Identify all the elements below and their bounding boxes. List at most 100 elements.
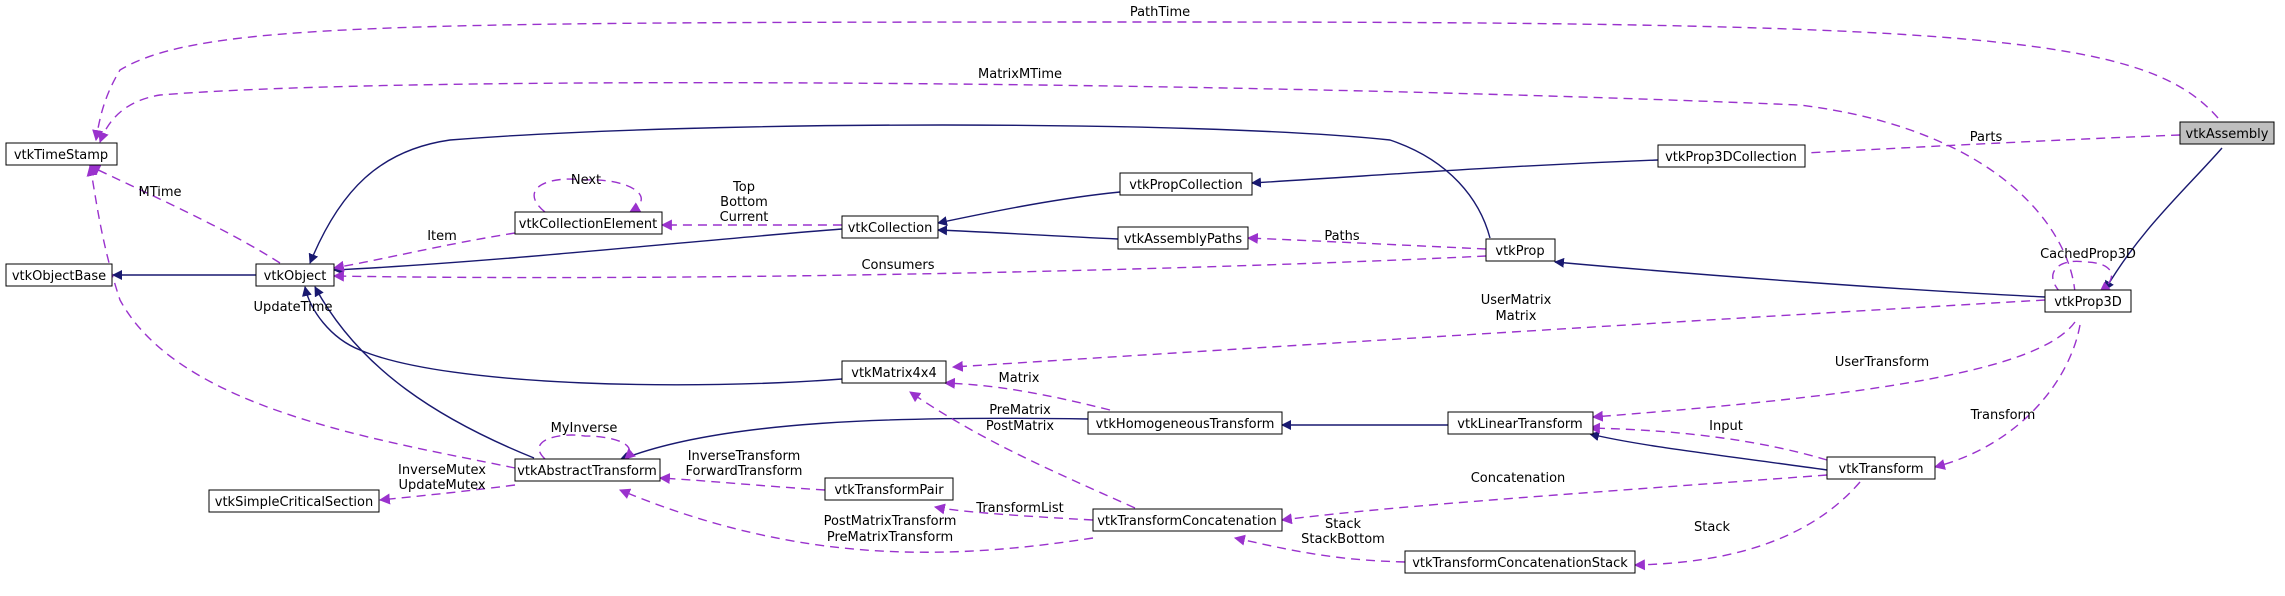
- node-label: vtkProp3D: [2054, 295, 2121, 310]
- node-label: vtkLinearTransform: [1457, 417, 1582, 432]
- edge-assemblypaths-to-collection: [937, 225, 1119, 240]
- node-label: vtkProp: [1495, 244, 1544, 259]
- node-label: vtkTransformConcatenationStack: [1412, 556, 1628, 571]
- label-usertransform: UserTransform: [1835, 355, 1929, 370]
- edge-consumers: [332, 255, 1487, 282]
- node-label: vtkTimeStamp: [14, 148, 108, 163]
- edge-usermatrix: [951, 299, 2046, 372]
- node-label: vtkObject: [264, 269, 327, 284]
- edge-mtime: [89, 165, 281, 264]
- edge-prop3dcollection-to-propcollection: [1251, 159, 1659, 188]
- label-concatenation: Concatenation: [1471, 471, 1566, 486]
- edge-input: [1588, 422, 1828, 461]
- node-vtktransform[interactable]: vtkTransform: [1826, 456, 1936, 480]
- edge-stack-stackbottom: [1233, 534, 1406, 563]
- edge-parts: [1766, 134, 2181, 160]
- label-myinverse: MyInverse: [551, 421, 618, 436]
- edge-postmatrix-prematrix-transform: [618, 488, 1094, 553]
- label-matrix: Matrix: [999, 371, 1040, 386]
- label-consumers: Consumers: [861, 258, 934, 273]
- label-prematrixtransform: PreMatrixTransform: [827, 530, 953, 545]
- edge-item: [332, 232, 516, 272]
- label-inversemutex: InverseMutex: [398, 463, 486, 478]
- label-item: Item: [427, 229, 457, 244]
- label-matrixmtime: MatrixMTime: [978, 67, 1062, 82]
- node-label: vtkTransformPair: [834, 483, 944, 498]
- node-label: vtkObjectBase: [12, 269, 106, 284]
- node-label: vtkProp3DCollection: [1665, 150, 1797, 165]
- node-vtkassemblypaths[interactable]: vtkAssemblyPaths: [1117, 226, 1249, 250]
- edge-prop3d-to-prop: [1554, 257, 2046, 298]
- node-vtktransformconcatenationstack[interactable]: vtkTransformConcatenationStack: [1404, 550, 1636, 574]
- node-vtkabstracttransform[interactable]: vtkAbstractTransform: [514, 458, 661, 482]
- node-vtkobject[interactable]: vtkObject: [255, 263, 335, 287]
- edge-transform-to-lineartransform: [1589, 431, 1828, 471]
- edge-paths: [1246, 232, 1487, 250]
- node-vtkprop3dcollection[interactable]: vtkProp3DCollection: [1657, 144, 1806, 168]
- label-top: Top: [732, 180, 755, 195]
- label-mtime: MTime: [138, 185, 181, 200]
- node-label: vtkSimpleCriticalSection: [215, 495, 373, 510]
- edge-prematrix-postmatrix: [909, 391, 1136, 509]
- label-updatetime: UpdateTime: [254, 300, 333, 315]
- edge-abstracttransform-to-object: [314, 286, 535, 459]
- usage-edges: [86, 21, 2219, 571]
- label-cached-prop3d: CachedProp3D: [2040, 247, 2136, 262]
- node-vtkassembly[interactable]: vtkAssembly: [2179, 121, 2275, 145]
- node-label: vtkAssemblyPaths: [1124, 232, 1243, 247]
- label-updatemutex: UpdateMutex: [398, 478, 485, 493]
- edge-stack: [1633, 481, 1861, 571]
- label-inversetransform: InverseTransform: [688, 449, 801, 464]
- label-transformlist: TransformList: [975, 501, 1063, 516]
- node-vtkpropcollection[interactable]: vtkPropCollection: [1119, 172, 1253, 196]
- node-vtkprop[interactable]: vtkProp: [1485, 238, 1556, 262]
- node-vtklineartransform[interactable]: vtkLinearTransform: [1447, 411, 1594, 435]
- node-label: vtkCollection: [848, 221, 933, 236]
- edge-matrix4x4-to-object: [302, 286, 843, 386]
- label-prematrix: PreMatrix: [989, 403, 1051, 418]
- label-parts: Parts: [1970, 130, 2003, 145]
- edge-propcollection-to-collection: [937, 191, 1121, 227]
- node-vtkcollection[interactable]: vtkCollection: [841, 215, 939, 239]
- node-vtkprop3d[interactable]: vtkProp3D: [2044, 289, 2132, 313]
- node-vtkhomogeneoustransform[interactable]: vtkHomogeneousTransform: [1087, 411, 1283, 435]
- label-forwardtransform: ForwardTransform: [686, 464, 803, 479]
- node-vtktransformpair[interactable]: vtkTransformPair: [824, 477, 954, 501]
- label-postmatrixtransform: PostMatrixTransform: [824, 514, 957, 529]
- label-postmatrix: PostMatrix: [986, 419, 1054, 434]
- edge-prop-to-object: [308, 124, 1491, 264]
- edge-matrixmtime: [98, 81, 2076, 294]
- edge-updatetime: [86, 164, 516, 469]
- label-transform: Transform: [1970, 408, 2036, 423]
- node-vtkobjectbase[interactable]: vtkObjectBase: [5, 263, 113, 287]
- nodes: vtkTimeStamp vtkObjectBase vtkObject vtk…: [5, 121, 2275, 574]
- node-label: vtkAbstractTransform: [517, 464, 657, 479]
- edge-collection-to-object: [333, 228, 843, 275]
- node-label: vtkCollectionElement: [519, 217, 657, 232]
- edge-next: [533, 178, 642, 213]
- node-vtksimplecriticalsection[interactable]: vtkSimpleCriticalSection: [208, 489, 380, 513]
- edge-transform: [1933, 324, 2081, 470]
- node-label: vtkPropCollection: [1129, 178, 1243, 193]
- node-label: vtkAssembly: [2186, 127, 2269, 142]
- label-stack-1: Stack: [1325, 517, 1361, 532]
- edge-matrix: [943, 377, 1111, 411]
- edge-pathtime: [92, 21, 2219, 142]
- edge-myinverse: [538, 434, 636, 460]
- node-vtkcollectionelement[interactable]: vtkCollectionElement: [514, 211, 663, 235]
- node-label: vtkMatrix4x4: [851, 366, 936, 381]
- edge-labels: PathTime MatrixMTime Parts MTime Next To…: [138, 5, 2135, 547]
- edge-cached-prop3d: [2052, 260, 2113, 293]
- label-current: Current: [720, 210, 769, 225]
- node-label: vtkTransformConcatenation: [1097, 514, 1277, 529]
- node-vtktimestamp[interactable]: vtkTimeStamp: [5, 142, 118, 166]
- edge-inverse-forward-transform: [658, 473, 826, 491]
- label-input: Input: [1709, 419, 1743, 434]
- node-vtkmatrix4x4[interactable]: vtkMatrix4x4: [841, 360, 947, 384]
- node-vtktransformconcatenation[interactable]: vtkTransformConcatenation: [1092, 508, 1283, 532]
- edge-inverse-update-mutex: [378, 484, 516, 505]
- label-usermatrix: UserMatrix: [1481, 293, 1552, 308]
- edge-concatenation: [1280, 474, 1828, 525]
- label-next: Next: [571, 173, 601, 188]
